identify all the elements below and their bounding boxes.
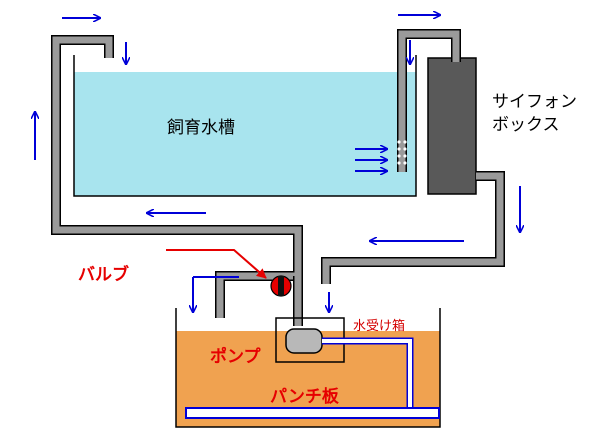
tank-outline bbox=[73, 55, 417, 197]
tank-water bbox=[74, 72, 416, 196]
drain-pipe bbox=[321, 171, 505, 284]
siphon-pipe bbox=[397, 29, 461, 172]
punched-plate-label: パンチ板 bbox=[270, 386, 340, 407]
aquarium-tank bbox=[73, 55, 417, 197]
valve-label: バルブ bbox=[78, 264, 129, 285]
punched-plate bbox=[185, 407, 440, 419]
tank-label: 飼育水槽 bbox=[167, 118, 235, 138]
pump-icon bbox=[285, 328, 323, 354]
flow-arrows bbox=[35, 15, 520, 312]
receiver-outline bbox=[175, 308, 441, 428]
siphon-box bbox=[427, 57, 477, 195]
siphon-strainer bbox=[397, 140, 407, 165]
siphon-box-label-line1: サイフォン bbox=[492, 92, 577, 112]
siphon-box-label-line2: ボックス bbox=[492, 115, 560, 135]
pump-label: ポンプ bbox=[210, 346, 261, 367]
valve-icon bbox=[270, 275, 292, 297]
siphon-box-body bbox=[427, 57, 477, 195]
receiver-label: 水受け箱 bbox=[353, 318, 405, 334]
water-receiving-box bbox=[175, 308, 441, 428]
valve-pointer bbox=[166, 249, 267, 279]
